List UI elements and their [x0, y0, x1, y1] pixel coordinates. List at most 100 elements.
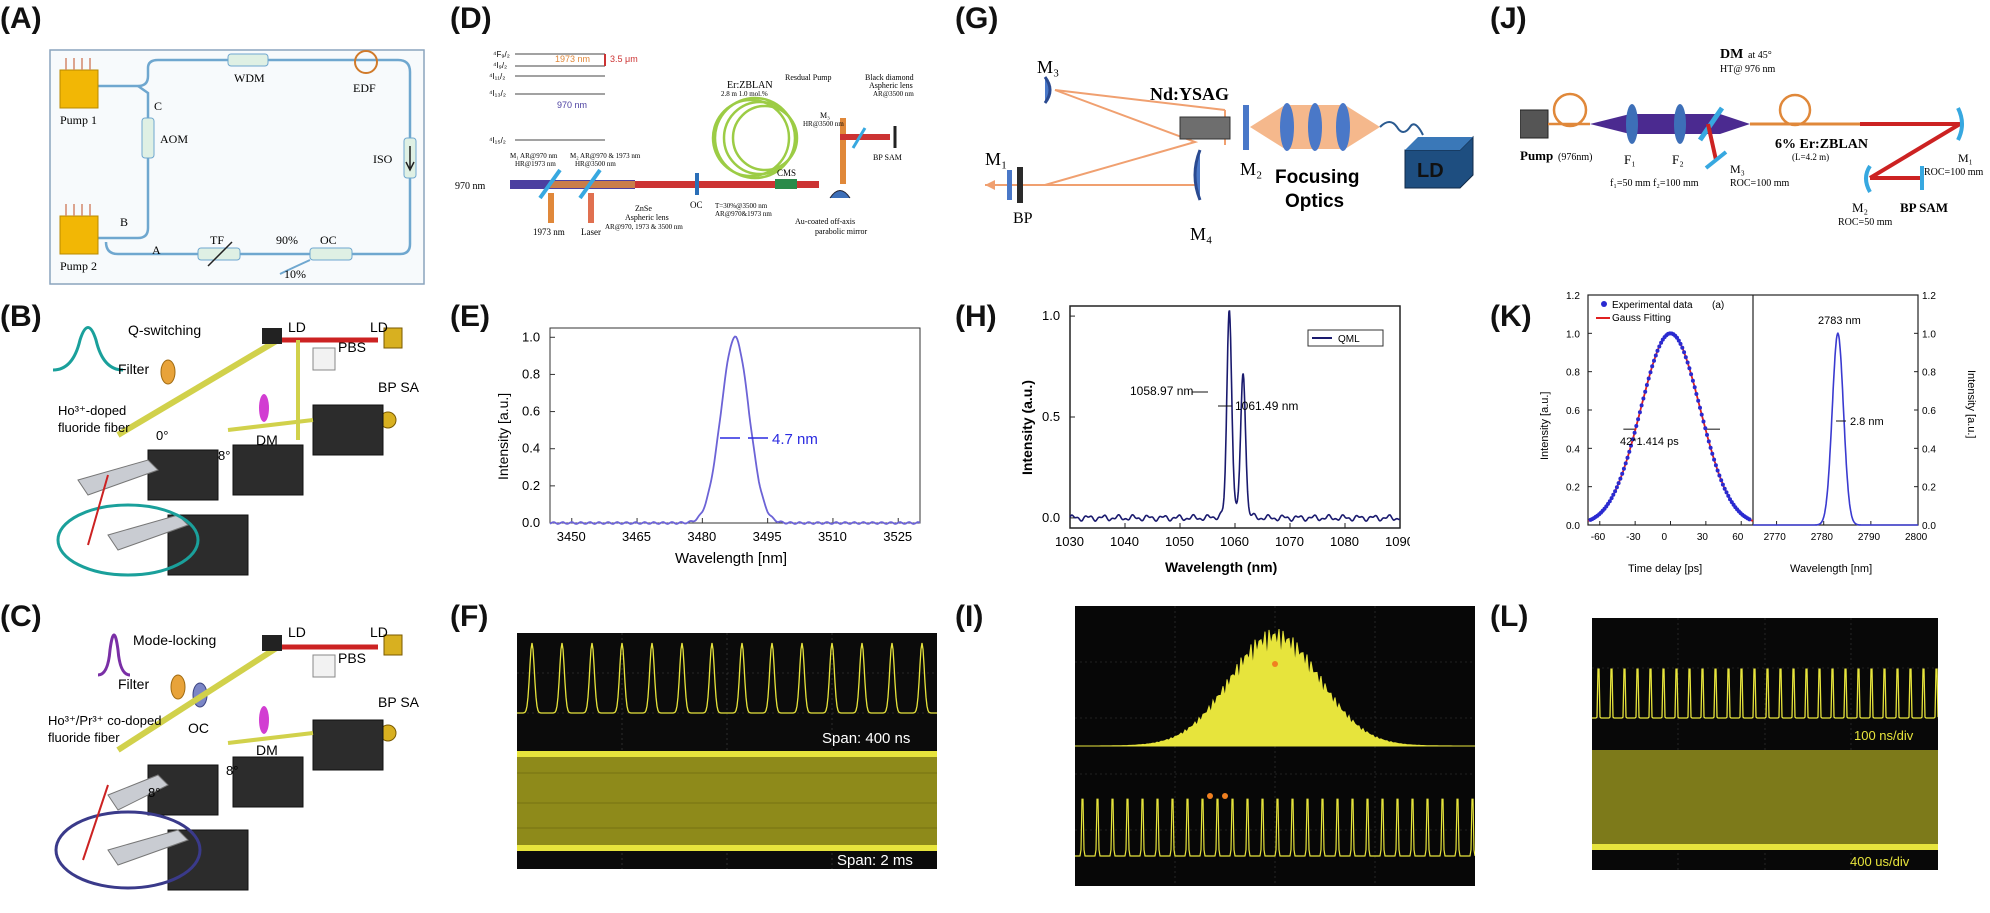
- legend-gauss: Gauss Fitting: [1612, 313, 1671, 324]
- panel-label-a: (A): [0, 2, 42, 35]
- xtick-k-right: 2790: [1858, 532, 1881, 543]
- data-point-k: [1616, 481, 1621, 486]
- xlabel-k-right: Wavelength [nm]: [1790, 563, 1872, 575]
- marker-i-3: [1222, 793, 1228, 799]
- filter-label-b: Filter: [118, 361, 149, 377]
- pbs-label-b: PBS: [338, 339, 366, 355]
- cms-element: [775, 179, 797, 189]
- m2b-label: HR@3500 nm: [575, 160, 616, 168]
- xtick-h: 1040: [1110, 534, 1139, 549]
- nd-ysag-crystal: [1179, 116, 1231, 140]
- pump-wavelength-j: (976nm): [1558, 152, 1592, 163]
- ytick-k-right: 0.8: [1922, 368, 1936, 379]
- xtick-e: 3525: [883, 529, 912, 544]
- aom-label: AOM: [160, 132, 188, 146]
- panel-a-diagram: Pump 1 Pump 2 WDM EDF AOM ISO TF OC 90% …: [49, 49, 425, 285]
- ld-left-block-c: [262, 635, 282, 651]
- fiber-coil-b: [56, 503, 200, 577]
- m3-label-d: M₃: [820, 111, 830, 120]
- ytick-k-left: 1.2: [1566, 291, 1580, 302]
- ytick-h: 0.5: [1042, 409, 1060, 424]
- panel-c-diagram: Mode-locking Filter OC LD LD PBS DM BP S…: [48, 625, 420, 891]
- data-point-k: [1694, 392, 1699, 396]
- panel-label-c: (C): [0, 600, 42, 633]
- focus-lens-3: [1336, 103, 1350, 151]
- input-970-label: 970 nm: [455, 181, 486, 192]
- data-point-k: [1609, 496, 1614, 501]
- div-400us-label: 400 us/div: [1850, 854, 1910, 869]
- focusing-label-2: Optics: [1285, 191, 1344, 212]
- stage-1-b: [147, 449, 219, 501]
- bp-sa-label-b: BP SA: [378, 379, 420, 395]
- data-point-k: [1629, 443, 1633, 448]
- ytick-k-left: 0.2: [1566, 483, 1580, 494]
- q-switch-pulse-icon: [52, 326, 124, 372]
- dm-angle-j: at 45°: [1748, 50, 1772, 61]
- pct-10-label: 10%: [284, 267, 306, 281]
- data-point-k: [1683, 355, 1688, 360]
- q-switch-envelope-i: [1075, 628, 1475, 747]
- ytick-k-right: 0.2: [1922, 483, 1936, 494]
- residual-pump-label: Resdual Pump: [785, 73, 831, 82]
- dense-pulse-band-f: [517, 751, 937, 851]
- data-point-k: [1676, 338, 1681, 343]
- span-2ms-label: Span: 2 ms: [837, 852, 913, 869]
- oc-element-d: [695, 173, 699, 195]
- xtick-k-left: -60: [1591, 532, 1606, 543]
- data-point-k: [1696, 398, 1701, 403]
- panel-label-l: (L): [1490, 600, 1529, 633]
- black-diamond-ar-label: AR@3500 nm: [873, 90, 914, 98]
- m2-label: M₂ AR@970 & 1973 nm: [570, 152, 641, 160]
- data-point-k: [1637, 410, 1642, 415]
- m3-roc-j: ROC=100 mm: [1730, 178, 1789, 189]
- ytick-e: 0.2: [522, 478, 540, 493]
- angle-8-label-b: 8°: [218, 448, 230, 463]
- transition-1973-label: 1973 nm: [555, 54, 590, 64]
- ytick-k-right: 0.0: [1922, 521, 1936, 532]
- data-point-k: [1712, 457, 1717, 462]
- pbs-label-c: PBS: [338, 650, 366, 666]
- er-zblan-label: Er:ZBLAN: [727, 80, 773, 91]
- pump-1-label: Pump 1: [60, 113, 97, 127]
- panel-l-scope: 100 ns/div 400 us/div: [1592, 618, 1939, 870]
- ld-left-block: [262, 328, 282, 344]
- ytick-k-left: 0.4: [1566, 444, 1580, 455]
- er-zblan-label-j: 6% Er:ZBLAN: [1775, 137, 1868, 152]
- angle-0-label: 0°: [156, 428, 168, 443]
- data-point-k: [1726, 493, 1731, 498]
- data-point-k: [1648, 370, 1653, 375]
- div-100ns-label: 100 ns/div: [1854, 728, 1914, 743]
- peak-wavelength-label: 2783 nm: [1818, 315, 1861, 327]
- legend-qml: QML: [1338, 334, 1360, 345]
- dm-optic-b: [259, 394, 269, 422]
- focal-label-j: f₁=50 mm f₂=100 mm: [1610, 178, 1699, 189]
- black-diamond-lens-label: Aspheric lens: [869, 81, 913, 90]
- ytick-k-right: 0.4: [1922, 444, 1936, 455]
- filter-label-c: Filter: [118, 676, 149, 692]
- ylabel-k-left: Intensity [a.u.]: [1539, 392, 1551, 460]
- xlabel-h: Wavelength (nm): [1165, 559, 1277, 575]
- dm-label-c: DM: [256, 742, 278, 758]
- fiber-label-c-2: fluoride fiber: [48, 730, 120, 745]
- oc-label: OC: [320, 233, 337, 247]
- xlabel-k-left: Time delay [ps]: [1628, 563, 1702, 575]
- mirror-m3-d: [851, 127, 867, 149]
- data-point-k: [1678, 341, 1683, 346]
- peak-2-label: 1061.49 nm: [1235, 399, 1298, 413]
- xtick-h: 1060: [1220, 534, 1249, 549]
- pbs-cube-c: [312, 654, 336, 678]
- angle-8a-label: 8°: [148, 785, 160, 800]
- xtick-k-left: -30: [1626, 532, 1641, 543]
- peak-1-label: 1058.97 nm: [1130, 384, 1193, 398]
- znse-label: ZnSe: [635, 204, 652, 213]
- panel-g-diagram: M₃ M₄ M₁ BP Nd:YSAG M₂ Focusing Optics L…: [985, 57, 1474, 244]
- pump-2-label: Pump 2: [60, 259, 97, 273]
- focusing-label-1: Focusing: [1275, 167, 1359, 188]
- data-point-k: [1706, 439, 1711, 444]
- xtick-k-left: 0: [1662, 532, 1668, 543]
- panel-label-b: (B): [0, 300, 42, 333]
- ytick-k-left: 0.8: [1566, 368, 1580, 379]
- data-point-k: [1636, 417, 1641, 422]
